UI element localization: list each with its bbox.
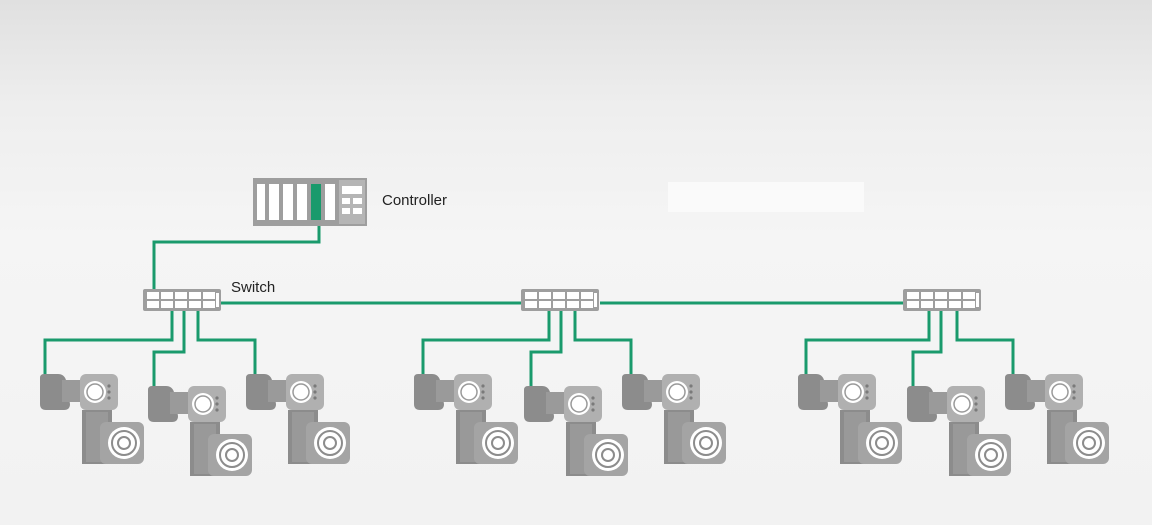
switch-3-link-1 <box>804 311 931 375</box>
switch-3-link-2 <box>911 311 943 388</box>
robot-arm-icon <box>797 373 903 465</box>
switch-1-link-2 <box>152 311 186 388</box>
robot-arm-icon <box>523 385 629 477</box>
robot-arm-icon <box>39 373 145 465</box>
network-links <box>43 226 1015 388</box>
robot-arm-icon <box>906 385 1012 477</box>
robot-arm-icon <box>1004 373 1110 465</box>
network-switch-icon <box>903 289 981 311</box>
switch-1-link-3 <box>196 311 257 375</box>
controller-link <box>152 226 321 289</box>
robot-arm-icon <box>245 373 351 465</box>
switch-1-link-1 <box>43 311 174 375</box>
switch-2-link-1 <box>421 311 551 375</box>
switch-3-link-3 <box>955 311 1015 375</box>
network-switch-icon <box>143 289 221 311</box>
switch-2-link-2 <box>529 311 563 388</box>
switch-2-link-3 <box>573 311 633 375</box>
robot-arm-icon <box>413 373 519 465</box>
controller-label: Controller <box>382 192 448 209</box>
switch-label: Switch <box>231 279 276 296</box>
robot-arm-icon <box>147 385 253 477</box>
robot-arm-icon <box>621 373 727 465</box>
background-highlight <box>668 182 864 212</box>
network-switch-icon <box>521 289 599 311</box>
plc-controller-icon <box>253 178 367 226</box>
